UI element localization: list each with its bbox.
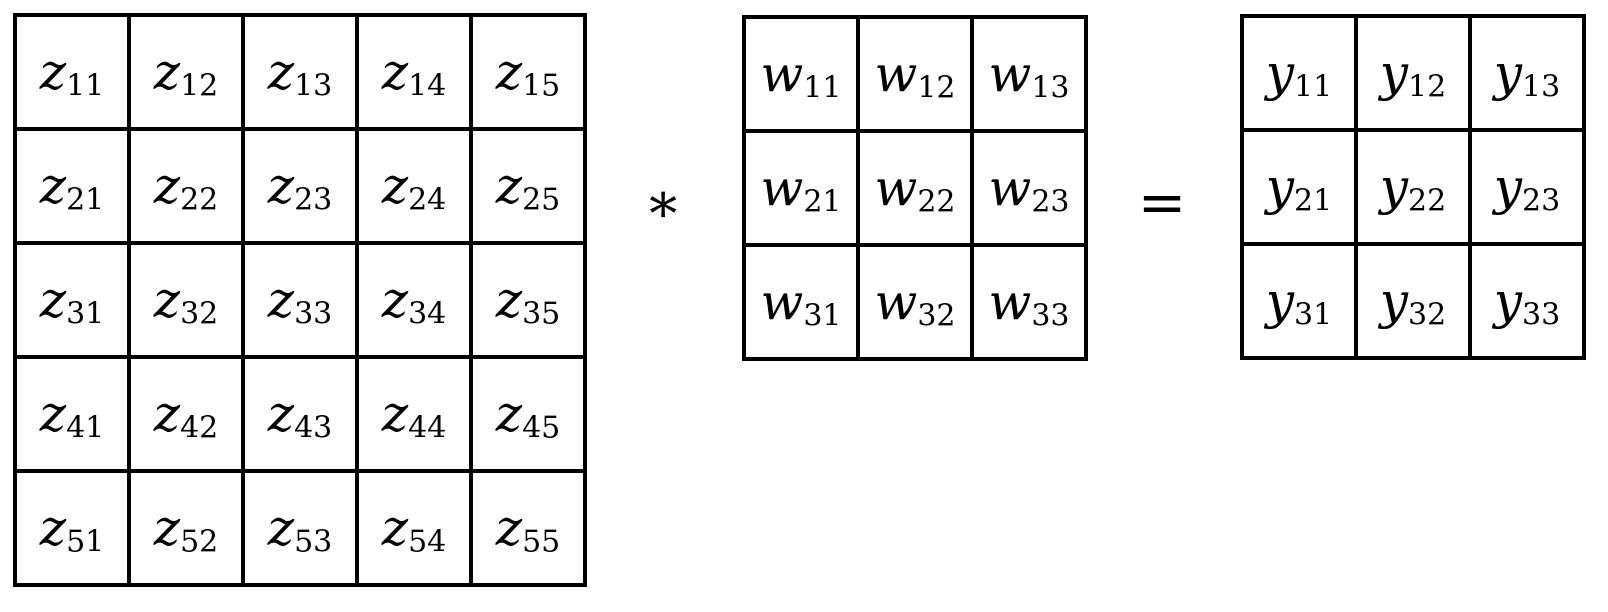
cell-symbol: z31 <box>39 271 105 332</box>
matrix-cell: z53 <box>245 473 355 583</box>
cell-symbol: z55 <box>495 499 561 560</box>
cell-symbol: z22 <box>153 157 219 218</box>
matrix-cell: y13 <box>1472 18 1582 128</box>
matrix-cell: y22 <box>1358 132 1468 242</box>
matrix-cell: z35 <box>473 245 583 355</box>
cell-symbol: z34 <box>381 271 447 332</box>
cell-symbol: w22 <box>874 159 956 220</box>
cell-symbol: z15 <box>495 43 561 104</box>
cell-symbol: w13 <box>988 45 1070 106</box>
cell-symbol: z13 <box>267 43 333 104</box>
cell-symbol: z12 <box>153 43 219 104</box>
equals-sign: = <box>1137 168 1187 236</box>
cell-symbol: z24 <box>381 157 447 218</box>
matrix-cell: w12 <box>860 19 970 129</box>
cell-symbol: y22 <box>1379 158 1447 219</box>
matrix-cell: z44 <box>359 359 469 469</box>
cell-symbol: z33 <box>267 271 333 332</box>
matrix-cell: z41 <box>17 359 127 469</box>
matrix-cell: z31 <box>17 245 127 355</box>
cell-symbol: z53 <box>267 499 333 560</box>
matrix-cell: w31 <box>746 247 856 357</box>
cell-symbol: y12 <box>1379 44 1447 105</box>
convolution-operator: ∗ <box>643 171 683 236</box>
input-matrix: z11 z12 z13 z14 z15 z21 z22 z23 z24 z25 z31 z32 z33 z… <box>13 13 587 587</box>
cell-symbol: y21 <box>1265 158 1333 219</box>
matrix-cell: z11 <box>17 17 127 127</box>
output-matrix: y11 y12 y13 y21 y22 y23 y31 y32 y33 <box>1240 14 1586 360</box>
cell-symbol: y13 <box>1493 44 1561 105</box>
cell-symbol: z23 <box>267 157 333 218</box>
cell-symbol: w11 <box>760 45 842 106</box>
matrix-cell: z54 <box>359 473 469 583</box>
matrix-cell: z42 <box>131 359 241 469</box>
cell-symbol: z25 <box>495 157 561 218</box>
matrix-cell: z23 <box>245 131 355 241</box>
cell-symbol: z44 <box>381 385 447 446</box>
matrix-cell: z22 <box>131 131 241 241</box>
cell-symbol: y23 <box>1493 158 1561 219</box>
matrix-cell: z52 <box>131 473 241 583</box>
cell-symbol: w12 <box>874 45 956 106</box>
matrix-cell: z13 <box>245 17 355 127</box>
cell-symbol: w31 <box>760 273 842 334</box>
matrix-cell: y31 <box>1244 246 1354 356</box>
matrix-cell: z32 <box>131 245 241 355</box>
kernel-matrix: w11 w12 w13 w21 w22 w23 w31 w32 w33 <box>742 15 1088 361</box>
cell-symbol: z41 <box>39 385 105 446</box>
cell-symbol: y33 <box>1493 272 1561 333</box>
matrix-cell: w21 <box>746 133 856 243</box>
cell-symbol: z35 <box>495 271 561 332</box>
matrix-cell: y33 <box>1472 246 1582 356</box>
cell-symbol: z52 <box>153 499 219 560</box>
matrix-cell: y21 <box>1244 132 1354 242</box>
matrix-cell: y12 <box>1358 18 1468 128</box>
cell-symbol: w32 <box>874 273 956 334</box>
matrix-cell: z55 <box>473 473 583 583</box>
cell-symbol: z42 <box>153 385 219 446</box>
matrix-cell: z12 <box>131 17 241 127</box>
cell-symbol: w33 <box>988 273 1070 334</box>
cell-symbol: z14 <box>381 43 447 104</box>
matrix-cell: y11 <box>1244 18 1354 128</box>
matrix-cell: y23 <box>1472 132 1582 242</box>
matrix-cell: z15 <box>473 17 583 127</box>
matrix-cell: z33 <box>245 245 355 355</box>
matrix-cell: z34 <box>359 245 469 355</box>
cell-symbol: z45 <box>495 385 561 446</box>
matrix-cell: z43 <box>245 359 355 469</box>
matrix-cell: z51 <box>17 473 127 583</box>
matrix-cell: z24 <box>359 131 469 241</box>
matrix-cell: w22 <box>860 133 970 243</box>
cell-symbol: w21 <box>760 159 842 220</box>
matrix-cell: z14 <box>359 17 469 127</box>
cell-symbol: z54 <box>381 499 447 560</box>
matrix-cell: w23 <box>974 133 1084 243</box>
cell-symbol: y32 <box>1379 272 1447 333</box>
cell-symbol: y11 <box>1265 44 1333 105</box>
matrix-cell: w11 <box>746 19 856 129</box>
cell-symbol: z51 <box>39 499 105 560</box>
cell-symbol: z43 <box>267 385 333 446</box>
matrix-cell: z45 <box>473 359 583 469</box>
matrix-cell: w32 <box>860 247 970 357</box>
cell-symbol: z21 <box>39 157 105 218</box>
matrix-cell: y32 <box>1358 246 1468 356</box>
cell-symbol: z32 <box>153 271 219 332</box>
matrix-cell: z21 <box>17 131 127 241</box>
cell-symbol: w23 <box>988 159 1070 220</box>
matrix-cell: z25 <box>473 131 583 241</box>
matrix-cell: w33 <box>974 247 1084 357</box>
cell-symbol: y31 <box>1265 272 1333 333</box>
cell-symbol: z11 <box>39 43 105 104</box>
matrix-cell: w13 <box>974 19 1084 129</box>
